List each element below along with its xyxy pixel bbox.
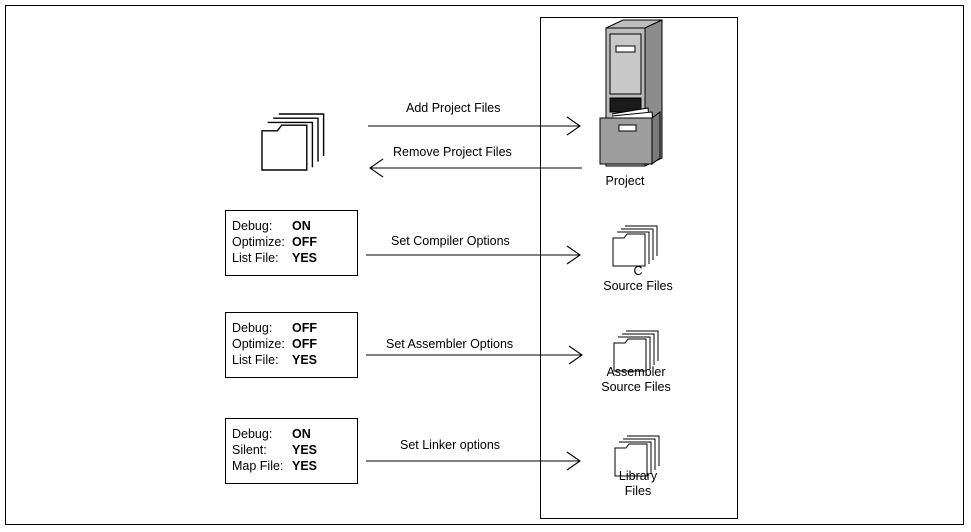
assembler-source-label-line1: Assembler (606, 365, 666, 379)
option-value: YES (292, 353, 318, 367)
project-files-folder-icon (261, 113, 325, 171)
option-key: Optimize: (232, 337, 285, 351)
assembler-options-box: Debug: OFF Optimize: OFF List File: YES (225, 312, 358, 378)
option-row: Silent: YES (232, 442, 357, 458)
add-project-files-label: Add Project Files (406, 101, 501, 115)
option-key: Debug: (232, 427, 273, 441)
option-row: Map File: YES (232, 458, 357, 474)
option-row: Debug: OFF (232, 320, 357, 336)
set-linker-options-arrow (366, 451, 581, 471)
option-key: List File: (232, 353, 279, 367)
compiler-options-box: Debug: ON Optimize: OFF List File: YES (225, 210, 358, 276)
library-files-label-line2: Files (624, 484, 652, 498)
set-assembler-options-arrow (366, 345, 583, 365)
option-key: Debug: (232, 321, 273, 335)
library-files-label-line1: Library (618, 469, 658, 483)
set-linker-options-label: Set Linker options (400, 438, 501, 452)
option-key: Map File: (232, 459, 284, 473)
option-row: Debug: ON (232, 218, 357, 234)
option-row: Debug: ON (232, 426, 357, 442)
c-source-label-line1: C (633, 264, 643, 278)
option-value: ON (292, 427, 311, 441)
option-value: ON (292, 219, 311, 233)
project-label: Project (605, 174, 645, 188)
option-key: List File: (232, 251, 279, 265)
option-key: Optimize: (232, 235, 285, 249)
option-value: YES (292, 459, 318, 473)
add-project-files-arrow (368, 116, 581, 136)
diagram-frame (5, 5, 964, 525)
option-value: OFF (292, 235, 317, 249)
set-assembler-options-label: Set Assembler Options (386, 337, 514, 351)
option-row: List File: YES (232, 250, 357, 266)
set-compiler-options-label: Set Compiler Options (391, 234, 510, 248)
option-row: List File: YES (232, 352, 357, 368)
option-value: YES (292, 443, 318, 457)
option-row: Optimize: OFF (232, 336, 357, 352)
project-panel (540, 17, 738, 519)
option-value: OFF (292, 337, 317, 351)
option-key: Silent: (232, 443, 267, 457)
option-key: Debug: (232, 219, 273, 233)
option-value: OFF (292, 321, 317, 335)
c-source-label-line2: Source Files (603, 279, 673, 293)
option-value: YES (292, 251, 318, 265)
linker-options-box: Debug: ON Silent: YES Map File: YES (225, 418, 358, 484)
set-compiler-options-arrow (366, 245, 581, 265)
assembler-source-label-line2: Source Files (601, 380, 671, 394)
c-source-files-folder-icon (612, 225, 658, 267)
file-cabinet-icon (599, 19, 663, 167)
option-row: Optimize: OFF (232, 234, 357, 250)
remove-project-files-label: Remove Project Files (393, 145, 512, 159)
remove-project-files-arrow (369, 158, 582, 178)
